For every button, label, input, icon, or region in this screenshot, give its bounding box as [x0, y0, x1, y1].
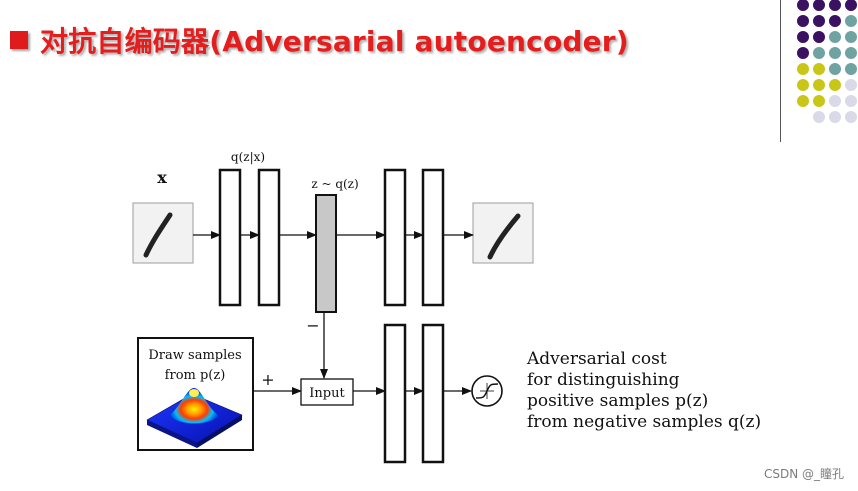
decor-dot	[797, 95, 809, 107]
decor-dot	[797, 63, 809, 75]
decor-dot	[829, 15, 841, 27]
decor-dot	[845, 111, 857, 123]
latent-to-input-arrow: −	[306, 312, 328, 379]
decor-dot-grid	[797, 0, 857, 123]
decor-dot	[813, 111, 825, 123]
input-image	[132, 202, 194, 264]
sampler-text-line2: from p(z)	[165, 368, 226, 383]
decor-dot	[813, 79, 825, 91]
decor-dot	[845, 95, 857, 107]
decor-dot	[813, 47, 825, 59]
svg-text:z ~ q(z): z ~ q(z)	[311, 177, 358, 191]
prior-sampler-box: Draw samples from p(z)	[137, 337, 254, 451]
decor-dot	[829, 47, 841, 59]
plus-sign: +	[261, 370, 274, 389]
watermark: CSDN @_瞳孔	[763, 467, 844, 481]
decor-dot	[845, 0, 857, 11]
svg-text:q(z|x): q(z|x)	[231, 150, 265, 164]
input-label: x	[157, 168, 167, 187]
decor-dot	[797, 0, 809, 11]
encoder-label: q(z|x)	[231, 150, 265, 164]
latent-label: z ~ q(z)	[311, 177, 358, 191]
decor-dot	[813, 0, 825, 11]
encoder-layer-2	[257, 168, 281, 307]
encoder-layer-1	[218, 168, 242, 307]
decor-dot	[829, 111, 841, 123]
sampler-text-line1: Draw samples	[148, 348, 241, 363]
decoder-layer-2	[421, 168, 445, 307]
sampler-to-input-arrow: +	[253, 370, 302, 395]
gaussian-surface-icon	[146, 388, 243, 448]
decor-dot	[797, 47, 809, 59]
decor-dot	[845, 79, 857, 91]
decor-dot	[845, 31, 857, 43]
adversarial-cost-text: Adversarial cost for distinguishing posi…	[526, 349, 761, 432]
decor-divider	[780, 0, 781, 142]
latent-code	[315, 194, 337, 313]
decor-dot	[829, 0, 841, 11]
svg-text:x: x	[157, 168, 167, 187]
slide-title: 对抗自编码器(Adversarial autoencoder)	[10, 18, 629, 62]
decor-dot	[813, 95, 825, 107]
decor-dot	[829, 63, 841, 75]
decor-dot	[845, 47, 857, 59]
cost-line-3: positive samples p(z)	[527, 391, 708, 411]
sigmoid-output-icon	[471, 375, 503, 407]
decor-dot	[829, 31, 841, 43]
decor-dot	[829, 79, 841, 91]
input-box: Input	[300, 378, 354, 406]
title-text: 对抗自编码器(Adversarial autoencoder)	[40, 25, 629, 58]
decor-dot	[797, 15, 809, 27]
cost-line-2: for distinguishing	[527, 370, 680, 390]
input-box-label: Input	[309, 386, 345, 401]
decor-dot	[813, 31, 825, 43]
decor-dot	[845, 63, 857, 75]
cost-line-4: from negative samples q(z)	[527, 412, 761, 432]
title-bullet-icon	[10, 31, 28, 49]
decor-dot	[813, 15, 825, 27]
decor-dot	[797, 79, 809, 91]
decoder-layer-1	[383, 168, 407, 307]
decor-dot	[845, 15, 857, 27]
cost-line-1: Adversarial cost	[526, 349, 667, 369]
discriminator-layer-1	[383, 323, 407, 464]
decor-dot	[797, 31, 809, 43]
decor-dot	[829, 95, 841, 107]
output-image	[472, 202, 534, 264]
adversarial-autoencoder-diagram: x q(z|x) z ~ q(z)	[132, 150, 761, 464]
decor-dot	[813, 63, 825, 75]
discriminator-layer-2	[421, 323, 445, 464]
minus-sign: −	[306, 316, 319, 335]
